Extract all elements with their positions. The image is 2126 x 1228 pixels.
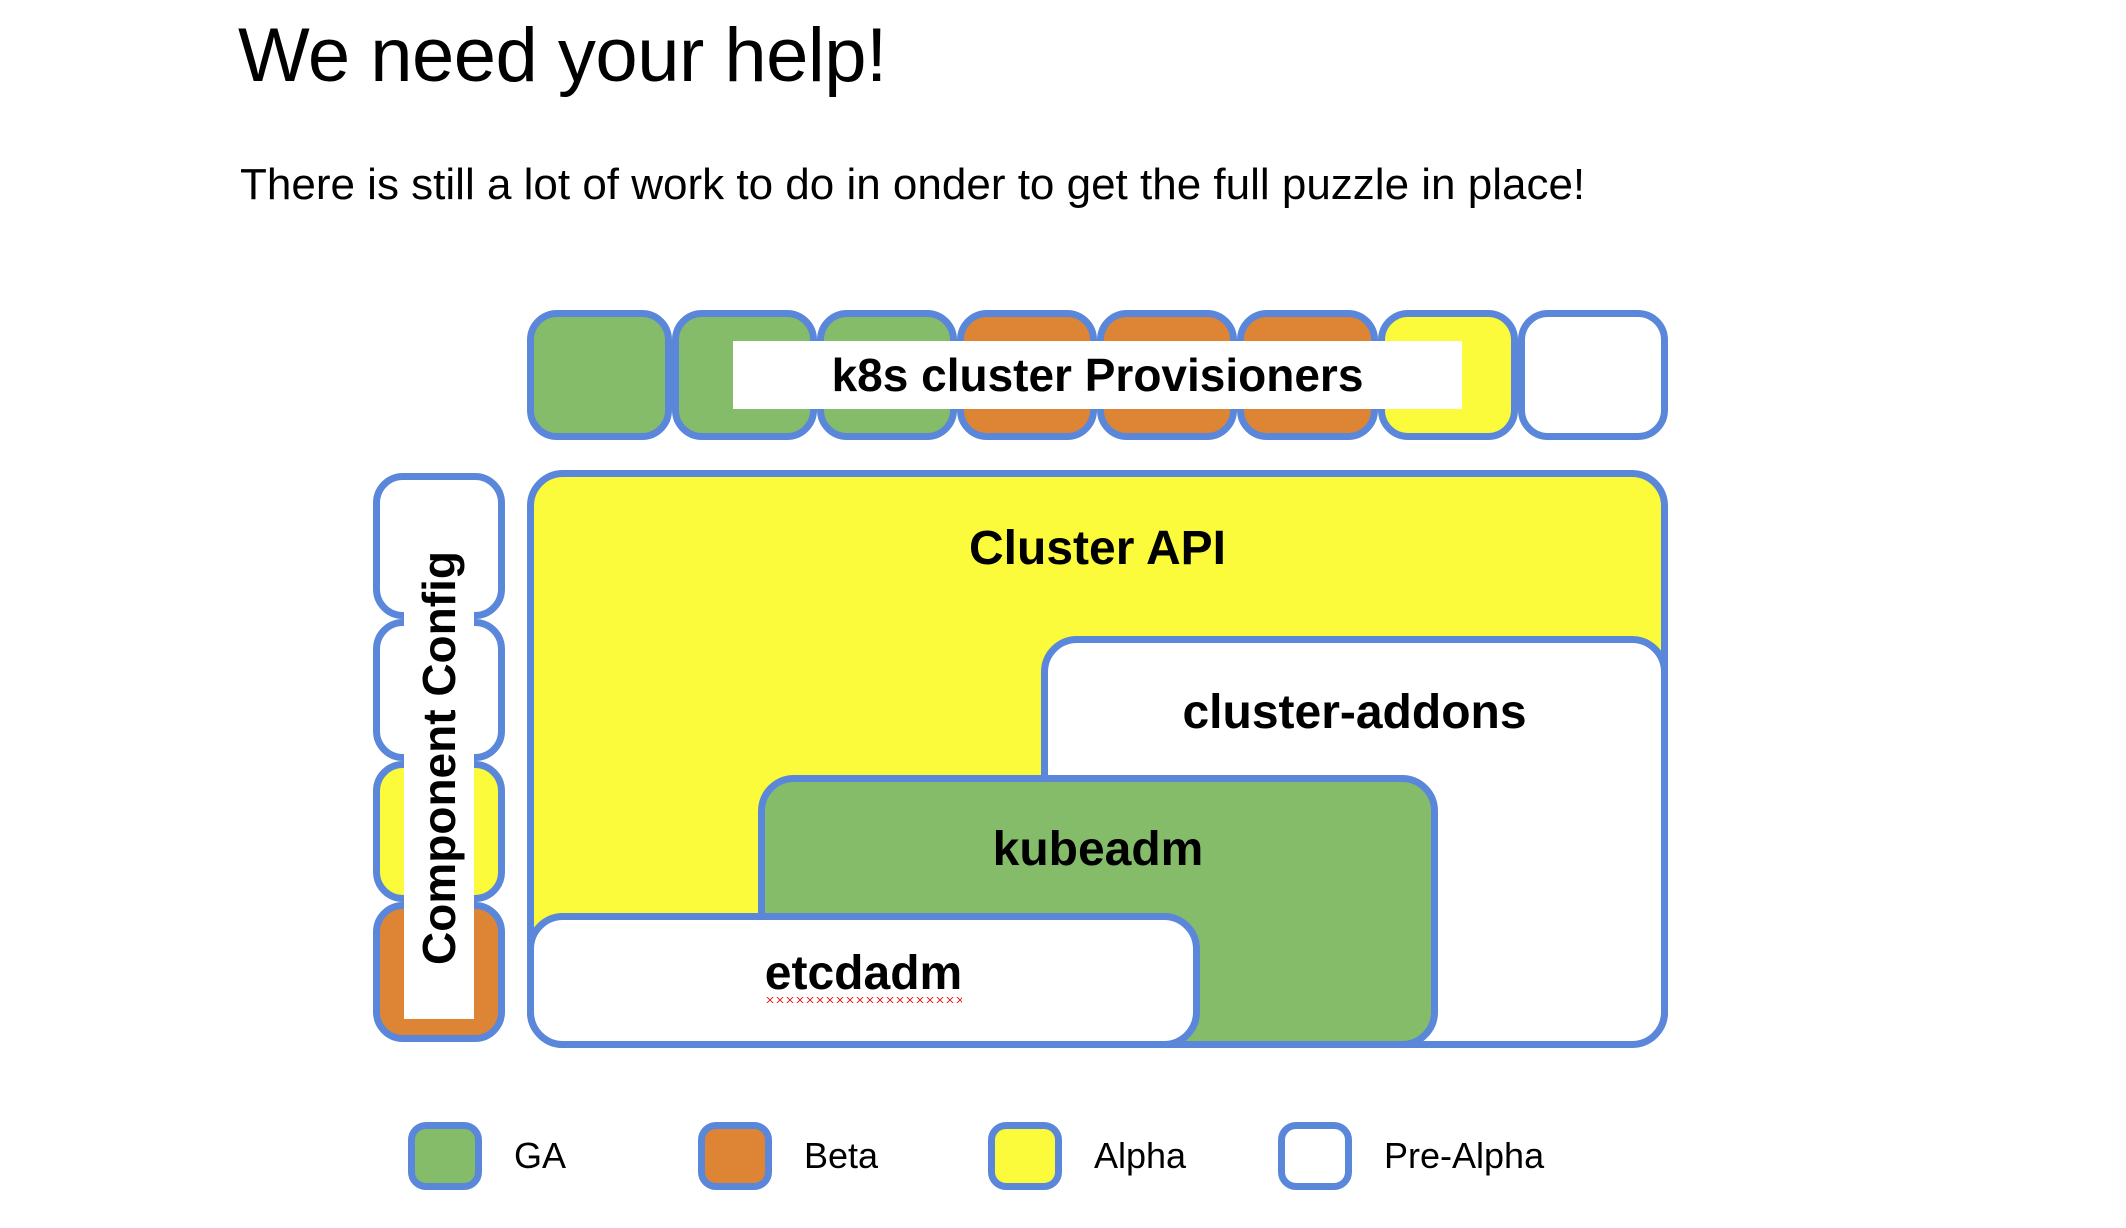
stage-box-etcdadm-label: etcdadm — [534, 946, 1193, 1003]
stage-box-cluster-api-label: Cluster API — [969, 522, 1226, 575]
legend-swatch-0 — [408, 1122, 482, 1190]
legend-label-3: Pre-Alpha — [1384, 1135, 1545, 1176]
legend-item-ga: GA — [408, 1122, 566, 1190]
provisioner-tile-0[interactable] — [527, 310, 672, 440]
legend-label-0: GA — [514, 1135, 567, 1176]
spellcheck-underlined-word: etcdadm — [764, 946, 963, 1003]
provisioner-row-label: k8s cluster Provisioners — [733, 341, 1462, 409]
legend-swatch-1 — [698, 1122, 772, 1190]
legend-label-2: Alpha — [1094, 1135, 1187, 1176]
page-title: We need your help! — [238, 13, 887, 98]
component-config-label: Component Config — [404, 497, 474, 1019]
legend-item-alpha: Alpha — [988, 1122, 1186, 1190]
provisioner-tile-7[interactable] — [1518, 310, 1668, 440]
legend-swatch-3 — [1278, 1122, 1352, 1190]
legend-label-1: Beta — [804, 1135, 879, 1176]
page-subtitle: There is still a lot of work to do in on… — [240, 160, 1586, 209]
stage-box-kubeadm-label: kubeadm — [992, 823, 1204, 876]
legend-swatch-2 — [988, 1122, 1062, 1190]
component-config-label-text: Component Config — [413, 551, 466, 965]
stage-box-etcdadm[interactable]: etcdadm — [527, 913, 1200, 1048]
legend-item-beta: Beta — [698, 1122, 878, 1190]
stage-box-cluster-addons-label: cluster-addons — [1182, 686, 1527, 739]
legend-item-pre-alpha: Pre-Alpha — [1278, 1122, 1544, 1190]
